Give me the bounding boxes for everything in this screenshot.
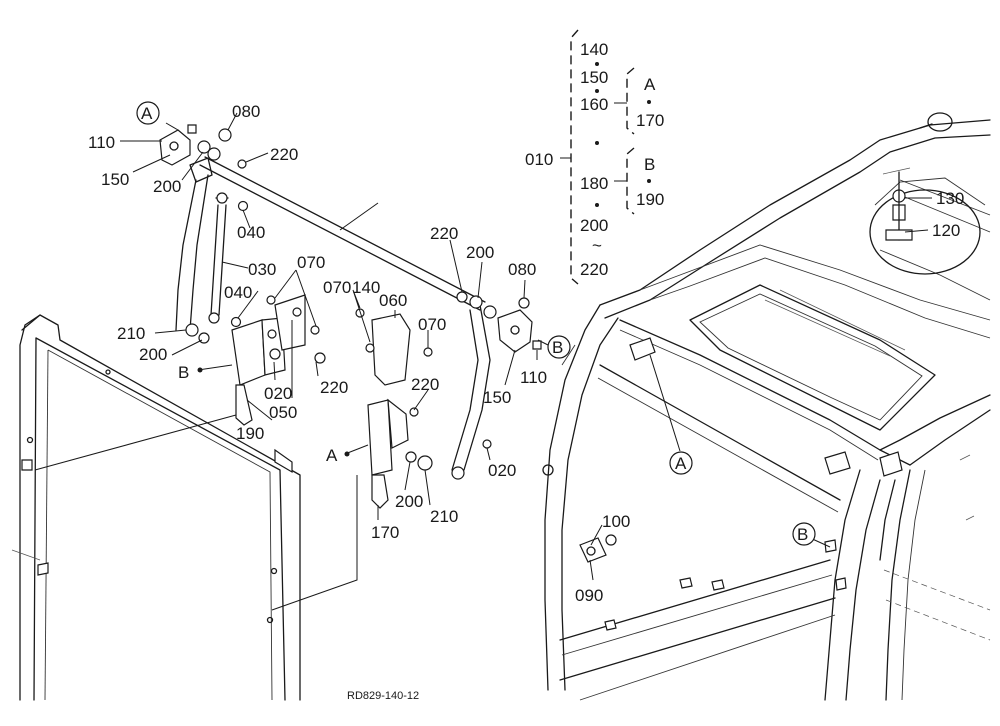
callout-150-left: 150 (101, 170, 129, 189)
callout-060: 060 (379, 291, 407, 310)
callout-220-upper: 220 (270, 145, 298, 164)
marker-circle-b1 (547, 335, 571, 359)
tree-item-160: 160 (580, 95, 608, 114)
tree-item-170: 170 (636, 111, 664, 130)
marker-dot-b3 (197, 367, 203, 373)
callout-090: 090 (575, 586, 603, 605)
callout-150-right: 150 (483, 388, 511, 407)
callout-190: 190 (236, 424, 264, 443)
tree-item-200: 200 (580, 216, 608, 235)
cab-frame (542, 112, 991, 701)
tree-range-tilde: ~ (592, 236, 602, 255)
callout-020-right: 020 (488, 461, 516, 480)
tree-group-b: B (644, 155, 655, 174)
callout-220-right: 220 (430, 224, 458, 243)
callout-080-right: 080 (508, 260, 536, 279)
marker-circle-a1 (136, 101, 160, 125)
callout-070-right: 070 (418, 315, 446, 334)
labels: A B A B B A 110 150 200 080 220 040 030 … (88, 40, 964, 702)
callout-070-left: 070 (297, 253, 325, 272)
callout-050: 050 (269, 403, 297, 422)
marker-a3: A (326, 446, 338, 465)
callout-200-left: 200 (139, 345, 167, 364)
leader-lines (120, 112, 932, 581)
marker-a1: A (141, 104, 153, 123)
tree-item-220: 220 (580, 260, 608, 279)
callout-140: 140 (352, 278, 380, 297)
tree-root-010: 010 (525, 150, 553, 169)
tree-item-180: 180 (580, 174, 608, 193)
callout-020-left: 020 (264, 384, 292, 403)
marker-circle-a2 (669, 451, 693, 475)
callout-220-lower: 220 (411, 375, 439, 394)
tree-item-140: 140 (580, 40, 608, 59)
callout-070-middle: 070 (323, 278, 351, 297)
callout-200-lower: 200 (395, 492, 423, 511)
callout-210-left: 210 (117, 324, 145, 343)
callout-130: 130 (936, 189, 964, 208)
marker-b2: B (797, 525, 808, 544)
marker-dot-a3 (344, 451, 350, 457)
reference-markers (136, 101, 816, 546)
callout-110-right: 110 (520, 368, 547, 387)
callout-030: 030 (248, 260, 276, 279)
callout-210-lower: 210 (430, 507, 458, 526)
marker-b1: B (552, 338, 563, 357)
tree-item-150: 150 (580, 68, 608, 87)
callout-040-upper: 040 (237, 223, 265, 242)
callout-110-left: 110 (88, 133, 115, 152)
assembly-tree-brackets (560, 29, 651, 285)
marker-circle-b2 (792, 522, 816, 546)
front-window-panel (11, 314, 301, 701)
callout-100: 100 (602, 512, 630, 531)
callout-220-middle: 220 (320, 378, 348, 397)
callout-040-lower: 040 (224, 283, 252, 302)
callout-200-upper: 200 (153, 177, 181, 196)
marker-a2: A (675, 454, 687, 473)
drawing-code: RD829-140-12 (347, 690, 419, 702)
callout-170: 170 (371, 523, 399, 542)
callout-080-left: 080 (232, 102, 260, 121)
tree-group-a: A (644, 75, 656, 94)
tree-item-190: 190 (636, 190, 664, 209)
marker-b3: B (178, 363, 189, 382)
callout-200-right: 200 (466, 243, 494, 262)
callout-120: 120 (932, 221, 960, 240)
latch-mechanism (34, 124, 542, 611)
